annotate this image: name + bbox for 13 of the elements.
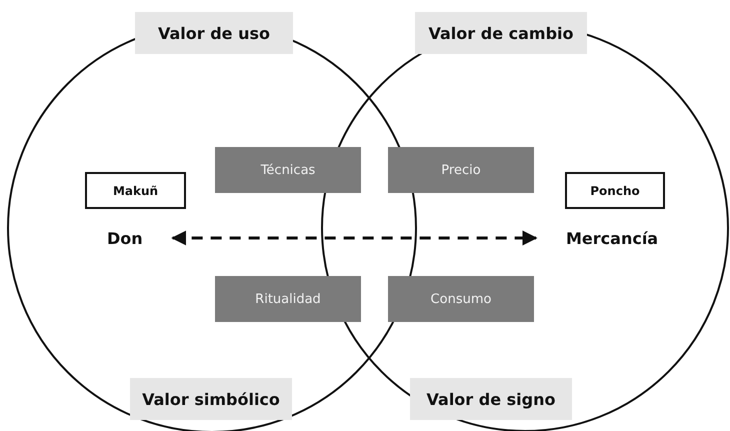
dashed-arrow xyxy=(171,230,538,246)
category-box: Técnicas xyxy=(215,147,361,193)
heading-box: Valor de uso xyxy=(135,12,293,54)
heading-box: Valor de signo xyxy=(410,378,572,420)
concept-label: Don xyxy=(107,226,167,250)
heading-box: Valor de cambio xyxy=(415,12,587,54)
heading-box: Valor simbólico xyxy=(130,378,292,420)
category-box: Precio xyxy=(388,147,534,193)
category-box: Consumo xyxy=(388,276,534,322)
category-box: Ritualidad xyxy=(215,276,361,322)
concept-label: Mercancía xyxy=(566,226,676,250)
item-box: Poncho xyxy=(565,172,665,209)
item-box: Makuñ xyxy=(85,172,186,209)
